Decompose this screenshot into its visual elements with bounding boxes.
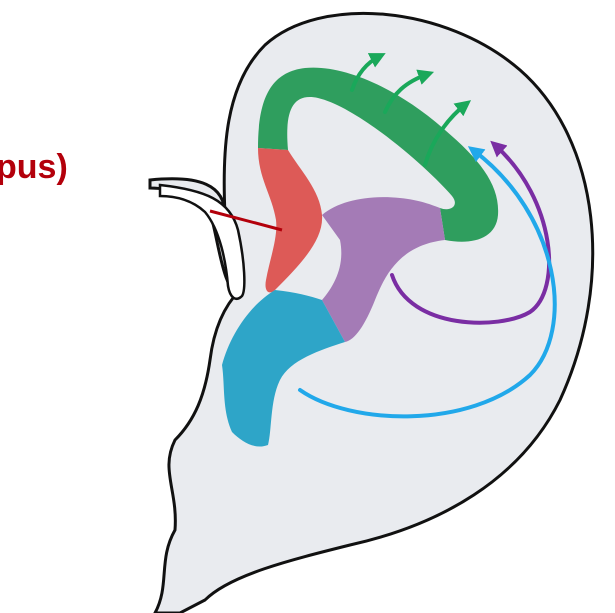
region-label: pus) (0, 147, 68, 187)
